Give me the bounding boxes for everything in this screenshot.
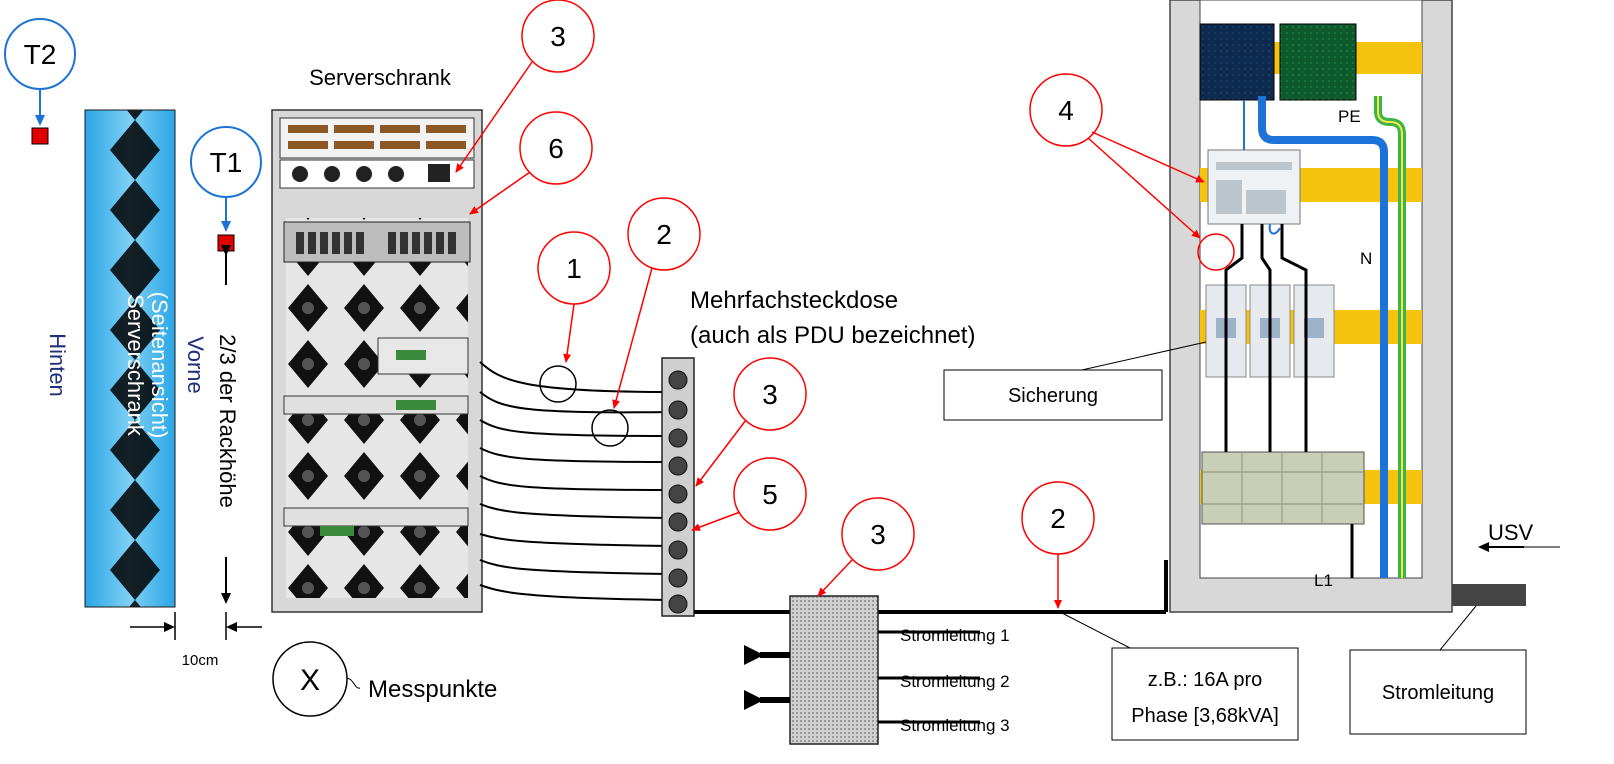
rack-side-view: Serverschrank (Seitenansicht)	[84, 109, 176, 608]
pe-label: PE	[1338, 107, 1361, 126]
rack-title: Serverschrank	[309, 65, 452, 90]
rack-side-view-sublabel: (Seitenansicht)	[147, 292, 172, 439]
power-line-2-label: Stromleitung 2	[900, 672, 1010, 691]
cable-box	[1349, 649, 1527, 735]
ups-label: USV	[1488, 520, 1534, 545]
rack-power-cables	[479, 361, 671, 601]
neutral-label: N	[1360, 249, 1372, 268]
marker-2-cable-label: 2	[1050, 503, 1066, 534]
marker-4-label: 4	[1058, 95, 1074, 126]
terminal-block	[1201, 451, 1365, 525]
marker-1: 1	[537, 231, 611, 363]
measure-legend-label: Messpunkte	[368, 676, 497, 703]
pdu-sublabel: (auch als PDU bezeichnet)	[690, 322, 975, 349]
rating-box	[1111, 647, 1299, 741]
junction-box	[744, 595, 980, 745]
rating-label: z.B.: 16A pro	[1148, 669, 1263, 691]
rack-height-dimension: 2/3 der Rackhöhe	[214, 245, 240, 604]
marker-5-label: 5	[762, 479, 778, 510]
marker-6: 6	[469, 111, 593, 215]
marker-3-pdu: 3	[695, 357, 807, 487]
sensor-t2: T2	[4, 18, 76, 145]
sensor-t1: T1	[190, 126, 262, 252]
pdu-strip	[661, 357, 695, 617]
marker-2-cable: 2	[1021, 481, 1095, 609]
distance-dimension: 10cm	[130, 612, 262, 669]
ups-input	[1452, 542, 1560, 606]
measure-point-t1	[217, 234, 235, 252]
fuse-label: Sicherung	[1008, 385, 1098, 407]
l1-label: L1	[1314, 571, 1333, 590]
rack-height-label: 2/3 der Rackhöhe	[215, 334, 240, 508]
measure-point-t2	[31, 127, 49, 145]
marker-5: 5	[691, 457, 807, 531]
neutral-cable	[1258, 96, 1388, 578]
fuse-box	[943, 369, 1163, 421]
rear-label: Hinten	[45, 333, 70, 397]
marker-2-pdu: 2	[612, 197, 701, 409]
marker-6-label: 6	[548, 133, 564, 164]
measure-point-4	[1197, 233, 1235, 271]
measure-point-2	[591, 409, 629, 447]
marker-3-junction-label: 3	[870, 519, 886, 550]
sensor-t2-label: T2	[24, 39, 57, 70]
rack-side-view-label: Serverschrank	[123, 294, 148, 437]
main-breaker-navy	[1199, 23, 1275, 101]
marker-3-pdu-label: 3	[762, 379, 778, 410]
main-power-cable	[694, 560, 1168, 614]
server-unit	[283, 395, 469, 415]
fuse-leader	[1063, 341, 1207, 375]
rating-sublabel: Phase [3,68kVA]	[1131, 705, 1279, 727]
distribution-cabinet: PE N L1	[1169, 0, 1453, 613]
server-unit	[283, 507, 469, 527]
cable-leader	[1439, 605, 1477, 651]
distance-label: 10cm	[182, 652, 219, 669]
marker-4: 4	[1029, 73, 1235, 271]
marker-3-top: 3	[455, 0, 595, 173]
server-rack	[271, 109, 483, 613]
main-breaker-green	[1279, 23, 1357, 101]
marker-2-pdu-label: 2	[656, 219, 672, 250]
measure-point-1	[539, 365, 577, 403]
cable-label: Stromleitung	[1382, 682, 1494, 704]
sensor-t1-label: T1	[210, 147, 243, 178]
marker-1-label: 1	[566, 253, 582, 284]
marker-3-top-label: 3	[550, 21, 566, 52]
power-line-1-label: Stromleitung 1	[900, 626, 1010, 645]
marker-3-junction: 3	[817, 497, 915, 597]
front-label: Vorne	[183, 336, 208, 394]
power-line-3-label: Stromleitung 3	[900, 716, 1010, 735]
patch-panel	[279, 117, 475, 159]
measure-legend-x: X	[300, 664, 320, 697]
pdu-label: Mehrfachsteckdose	[690, 287, 898, 314]
rating-leader	[1059, 611, 1131, 649]
